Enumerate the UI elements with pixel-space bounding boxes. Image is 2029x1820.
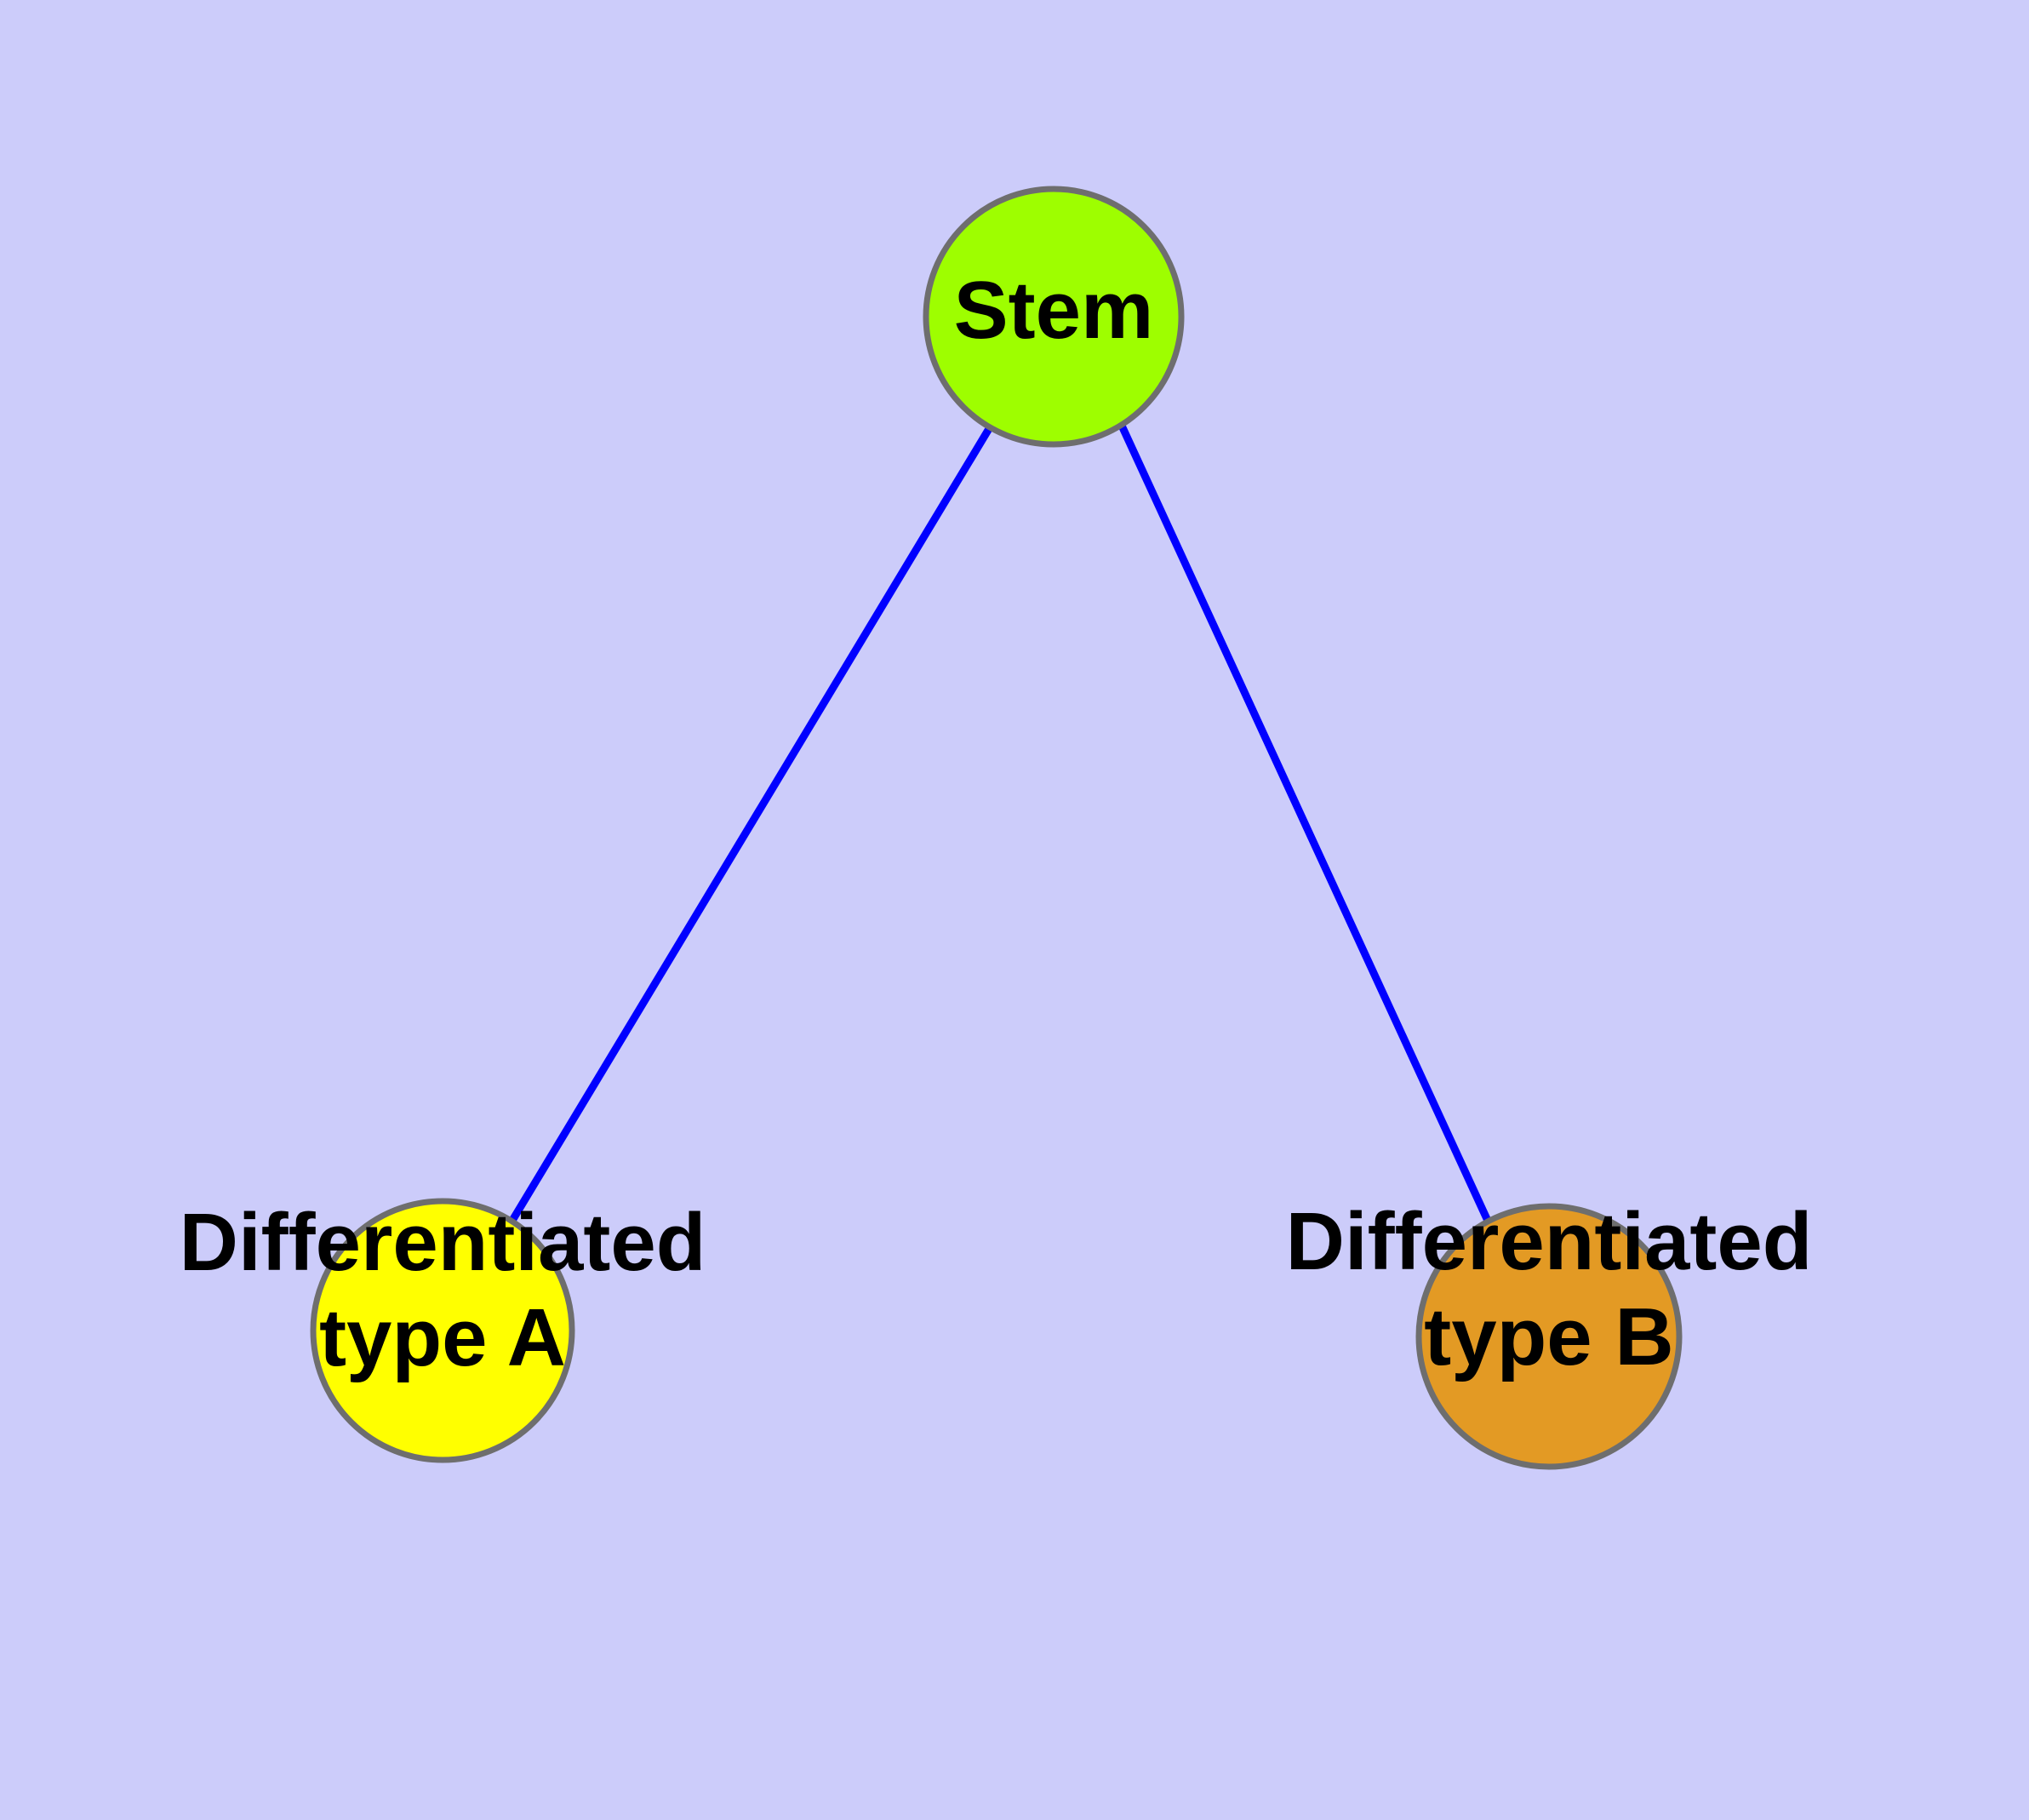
graph-node-diff-a[interactable] <box>310 1198 575 1463</box>
node-label-line: type B <box>1424 1291 1673 1382</box>
node-label-line: type A <box>319 1292 566 1383</box>
node-label-stem: Stem <box>954 265 1154 356</box>
node-label-line: Differentiated <box>180 1197 706 1288</box>
edges-layer <box>507 424 1492 1226</box>
graph-edge-stem-to-diff-a[interactable] <box>507 425 993 1226</box>
node-label-line: Stem <box>954 265 1154 356</box>
nodes-layer <box>310 186 1683 1470</box>
node-label-line: Differentiated <box>1286 1196 1813 1287</box>
graph-edge-stem-to-diff-b[interactable] <box>1117 424 1492 1222</box>
graph-node-stem[interactable] <box>923 186 1185 448</box>
graph-node-diff-b[interactable] <box>1415 1203 1683 1470</box>
